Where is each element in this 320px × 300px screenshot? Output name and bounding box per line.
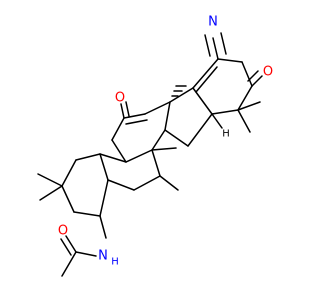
nitrile-group: N (204, 15, 227, 60)
bond (237, 85, 253, 111)
bond (125, 101, 130, 117)
bond (99, 179, 109, 217)
bond (144, 101, 171, 115)
bond (123, 113, 146, 119)
amide-o-label: O (58, 224, 68, 239)
bond (65, 235, 77, 253)
amide-h-label: H (111, 257, 119, 268)
stereo-h-top: H (211, 113, 230, 140)
bond (169, 87, 194, 103)
bond (151, 129, 166, 151)
bond (247, 70, 259, 82)
ring-a-gem-dimethyl (237, 101, 261, 133)
bond (133, 175, 161, 191)
acetamide-group: N H O (58, 215, 119, 277)
bond (204, 34, 211, 57)
bond (237, 101, 261, 111)
bond (61, 185, 75, 213)
bond (164, 129, 189, 147)
bond (212, 37, 219, 60)
bond (192, 58, 219, 89)
bond (61, 251, 77, 277)
ring-e-gem-dimethyl (37, 173, 63, 201)
bond (159, 175, 179, 191)
ring-a-ketone-o-label: O (263, 65, 273, 80)
ring-a (192, 58, 253, 115)
bond (75, 153, 101, 161)
nitrile-n-label: N (208, 15, 218, 30)
ring-d-methyls (151, 147, 179, 191)
bond (111, 117, 125, 141)
ring-c-ketone-o-label: O (115, 91, 125, 106)
bond (111, 139, 127, 163)
bond (187, 113, 213, 147)
ring-a-ketone: O (247, 65, 273, 87)
amide-n-label: N (98, 249, 108, 264)
stereo-methyl-top (171, 85, 187, 97)
ring-d (99, 149, 161, 191)
bond (241, 61, 253, 87)
bond (192, 87, 213, 115)
bond (39, 185, 63, 201)
bond (99, 153, 109, 181)
bond (125, 149, 153, 163)
bond (211, 113, 223, 129)
bond (61, 159, 77, 187)
bond (151, 149, 161, 177)
ring-c (111, 101, 171, 163)
bond (251, 75, 263, 87)
bond (195, 66, 218, 93)
molecule-structure: N O O H (37, 15, 273, 277)
bond (120, 103, 125, 119)
bond (164, 101, 171, 131)
bond (73, 211, 101, 217)
ring-e (61, 153, 109, 217)
bond (217, 58, 243, 63)
bond (99, 215, 107, 239)
bond (125, 119, 148, 125)
bond (37, 173, 63, 187)
bond (60, 238, 72, 256)
bond (107, 179, 135, 191)
bond (99, 153, 127, 163)
bond (151, 147, 177, 151)
bond (75, 251, 97, 257)
bond (237, 109, 251, 133)
bond (220, 32, 227, 55)
ring-c-ketone: O (115, 91, 130, 119)
ring-b (164, 87, 213, 147)
stereo-h-label: H (222, 129, 230, 140)
bond (211, 109, 239, 115)
